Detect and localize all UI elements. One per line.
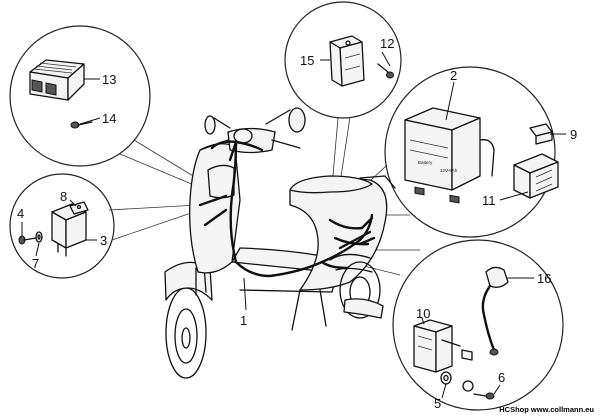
- callout-3: 3: [100, 233, 107, 248]
- shop-watermark: HCShop www.collmann.eu: [499, 405, 594, 414]
- callout-5: 5: [434, 396, 441, 411]
- callout-4: 4: [17, 206, 24, 221]
- wiring-harness: [198, 140, 376, 278]
- part-4-screw: [18, 235, 37, 245]
- callout-11: 11: [482, 193, 496, 208]
- callout-7: 7: [32, 256, 39, 271]
- callout-10: 10: [416, 306, 430, 321]
- part-14-screw: [70, 121, 93, 129]
- part-6-bolt: [473, 392, 495, 400]
- battery-voltage-text: 12V-9Ah: [440, 168, 458, 173]
- callout-9: 9: [570, 127, 577, 142]
- callout-16: 16: [537, 271, 551, 286]
- part-10-ignition-coil: [413, 319, 473, 373]
- callout-13: 13: [102, 72, 116, 87]
- part-13-voltage-regulator: [29, 59, 85, 101]
- part-3-ignition-unit: [51, 203, 87, 257]
- detail-circle-regulator: [9, 25, 151, 167]
- part-12-screw: [377, 63, 394, 79]
- callout-8: 8: [60, 189, 67, 204]
- part-5-nut: [440, 371, 474, 392]
- callout-12: 12: [380, 36, 394, 51]
- callout-labels: 1 2 3 4 5 6 7 8 9 10 11 12 13 14 15 16: [17, 36, 577, 411]
- part-7-washer: [35, 231, 43, 243]
- battery-label-text: Battery: [418, 160, 433, 165]
- part-2-battery: Battery 12V-9Ah: [404, 107, 495, 204]
- leader-lines: [21, 51, 566, 399]
- part-15-relay: [329, 35, 365, 87]
- callout-1: 1: [240, 313, 247, 328]
- callout-15: 15: [300, 53, 314, 68]
- part-11-control-unit: [513, 153, 559, 199]
- part-9-fuse: [529, 123, 553, 145]
- callout-2: 2: [450, 68, 457, 83]
- callout-6: 6: [498, 370, 505, 385]
- part-16-hv-cable: [481, 266, 509, 356]
- callout-14: 14: [102, 111, 116, 126]
